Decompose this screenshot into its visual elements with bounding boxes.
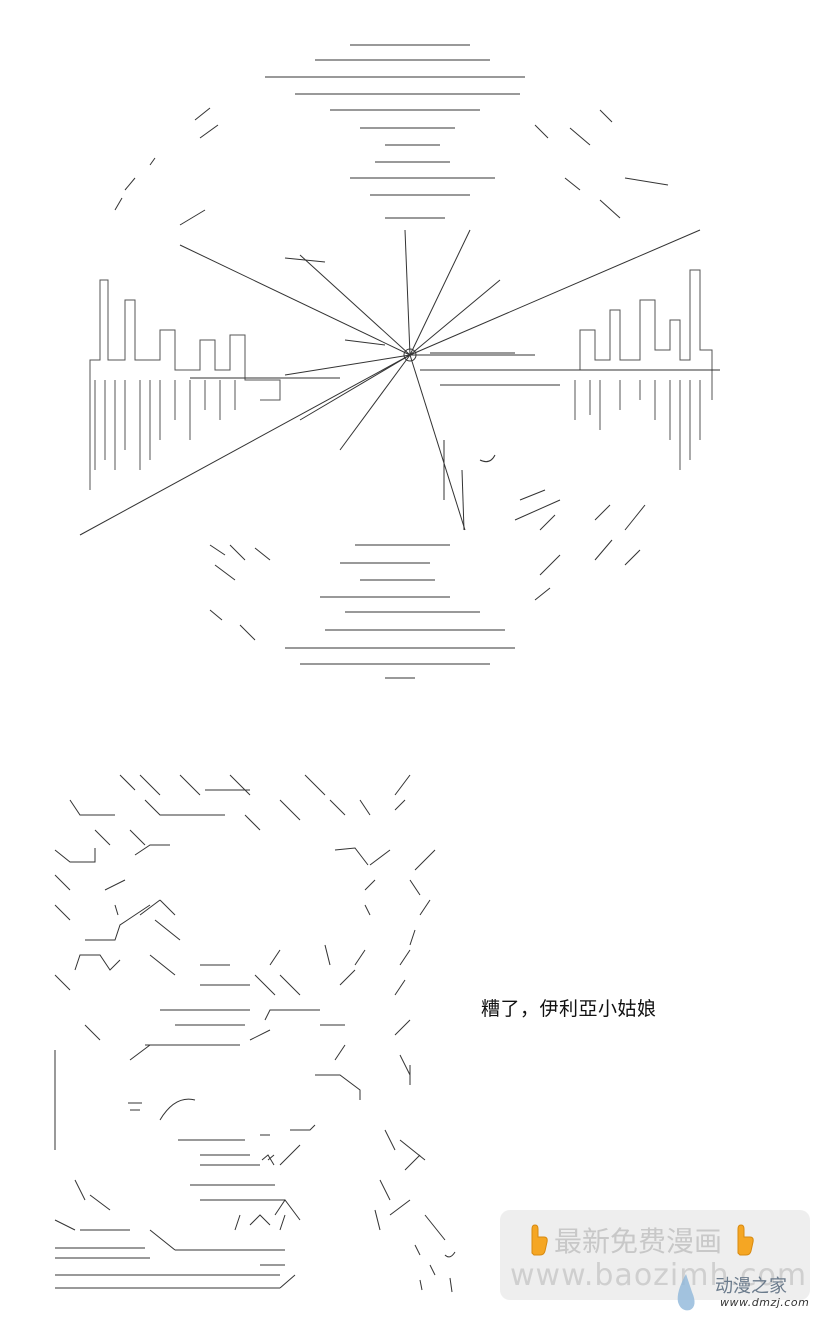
skyline-left	[89, 279, 281, 490]
top-dash-bars	[265, 44, 525, 219]
hair-strokes	[54, 774, 436, 996]
dialogue-caption: 糟了，伊利亞小姑娘	[481, 998, 657, 1020]
watermark-line1: 最新免费漫画	[554, 1225, 723, 1258]
chin-lines	[54, 1219, 456, 1293]
upper-panel-art	[79, 44, 720, 679]
watermark-banner: 最新免费漫画	[520, 1220, 800, 1260]
pointing-hand-icon	[726, 1223, 756, 1257]
bottom-dash-bars	[285, 544, 515, 679]
center-figure	[443, 440, 496, 531]
radiating-lines	[79, 229, 701, 536]
pointing-hand-icon	[520, 1223, 550, 1257]
watermark-box	[500, 1210, 810, 1300]
watermark-url: www.baozimh.com	[510, 1258, 808, 1293]
face-outline	[54, 1009, 446, 1241]
logo-title: 动漫之家	[715, 1276, 787, 1297]
lower-panel-art	[54, 774, 456, 1293]
skyline-right	[560, 269, 713, 470]
logo-url: www.dmzj.com	[720, 1296, 810, 1309]
center-streaks	[190, 257, 720, 386]
speed-strokes	[114, 107, 669, 641]
water-drop-icon	[677, 1274, 695, 1311]
